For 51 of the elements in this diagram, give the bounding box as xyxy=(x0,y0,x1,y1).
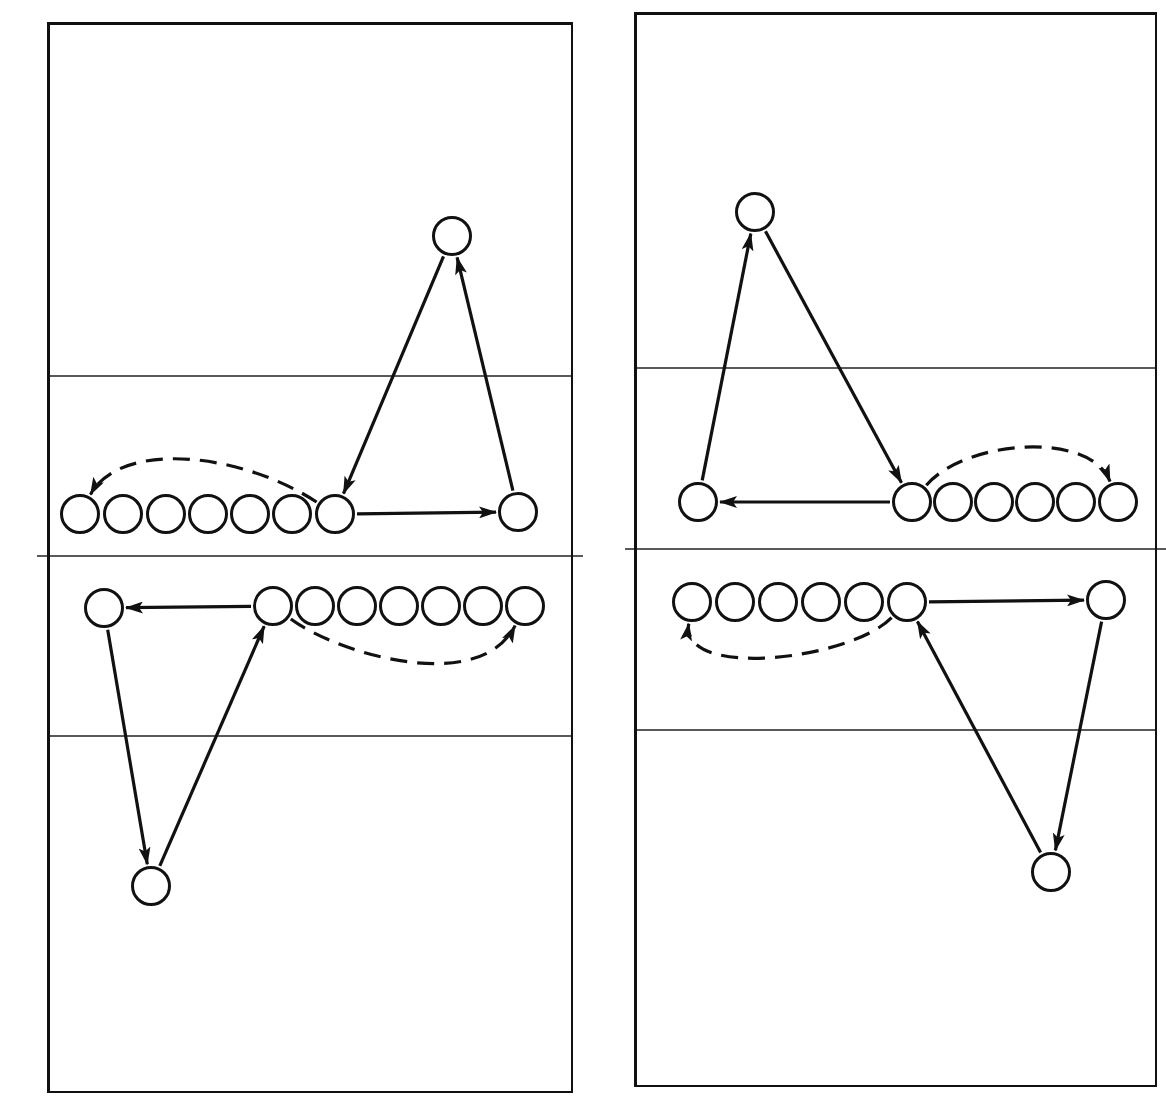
arrow xyxy=(700,232,754,481)
arrow xyxy=(719,496,890,508)
arrow xyxy=(106,629,151,866)
player-circle xyxy=(84,588,124,628)
player-circle xyxy=(272,494,312,534)
player-circle xyxy=(432,216,472,256)
court xyxy=(634,12,1157,1087)
player-circle xyxy=(933,482,973,522)
player-circle xyxy=(188,494,228,534)
player-circle xyxy=(892,482,932,522)
arrow xyxy=(1052,621,1104,852)
arrow xyxy=(125,601,251,614)
dashed-arrow xyxy=(289,617,517,666)
arrow xyxy=(916,620,1042,854)
player-circle xyxy=(1098,482,1138,522)
court xyxy=(47,22,573,1093)
player-circle xyxy=(498,492,538,532)
player-circle xyxy=(1056,482,1096,522)
player-circle xyxy=(103,494,143,534)
player-circle xyxy=(844,582,884,622)
player-circle xyxy=(253,586,293,626)
arrow xyxy=(929,594,1085,607)
player-circle xyxy=(463,586,503,626)
player-circle xyxy=(421,586,461,626)
player-circle xyxy=(735,192,775,232)
player-circle xyxy=(146,494,186,534)
player-circle xyxy=(379,586,419,626)
player-circle xyxy=(887,582,927,622)
player-circle xyxy=(678,482,718,522)
player-circle xyxy=(1086,580,1126,620)
player-circle xyxy=(758,582,798,622)
player-circle xyxy=(131,866,171,906)
player-circle xyxy=(60,494,100,534)
player-circle xyxy=(230,494,270,534)
arrow xyxy=(158,625,266,867)
dashed-arrow xyxy=(925,445,1112,487)
player-circle xyxy=(672,582,712,622)
player-circle xyxy=(315,494,355,534)
arrow xyxy=(342,255,445,495)
player-circle xyxy=(1015,482,1055,522)
arrow xyxy=(764,230,903,484)
dashed-arrow xyxy=(89,457,318,504)
arrow xyxy=(455,256,515,491)
player-circle xyxy=(295,586,335,626)
arrow xyxy=(357,506,497,519)
player-circle xyxy=(1031,852,1071,892)
player-circle xyxy=(801,582,841,622)
player-circle xyxy=(715,582,755,622)
player-circle xyxy=(505,586,545,626)
player-circle xyxy=(974,482,1014,522)
player-circle xyxy=(337,586,377,626)
